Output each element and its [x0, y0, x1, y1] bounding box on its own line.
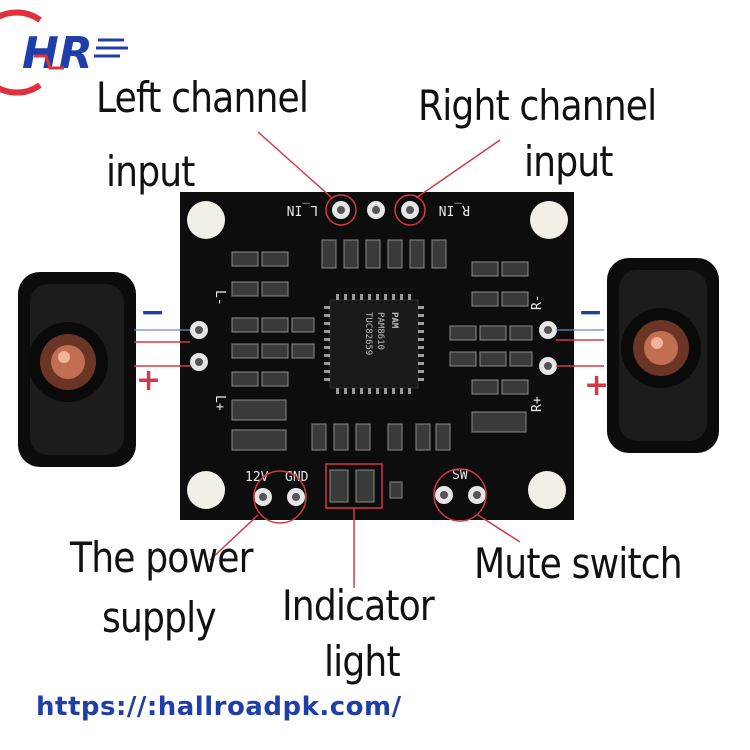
silk-l-in: L_IN	[287, 202, 318, 217]
label-right-input-line1: Right channel	[418, 81, 657, 130]
silk-l-minus: L-	[212, 290, 227, 306]
label-left-input-line1: Left channel	[96, 73, 309, 122]
label-indicator-line2: light	[324, 637, 401, 686]
label-left-input-line2: input	[106, 147, 195, 196]
amplifier-chip: PAM PAM8610 TUC82659	[324, 294, 424, 394]
silk-sw: SW	[452, 468, 468, 483]
silk-r-minus: R-	[530, 294, 545, 310]
right-plus-mark: +	[584, 368, 609, 403]
silk-r-in: R_IN	[439, 202, 470, 217]
left-minus-mark: −	[140, 295, 165, 330]
logo-text: HR	[22, 28, 93, 79]
silk-r-plus: R+	[530, 396, 545, 412]
label-power-line1: The power	[70, 533, 253, 582]
callout-lines	[134, 131, 604, 588]
left-plus-mark: +	[136, 363, 161, 398]
website-url: https://:hallroadpk.com/	[36, 692, 402, 722]
label-indicator-line1: Indicator	[282, 581, 435, 630]
label-right-input-line2: input	[524, 137, 613, 186]
right-speaker	[607, 258, 719, 453]
right-minus-mark: −	[578, 295, 603, 330]
amplifier-board: PAM PAM8610 TUC82659	[180, 192, 574, 520]
silk-l-plus: L+	[212, 395, 227, 411]
chip-brand: PAM	[389, 312, 399, 329]
chip-part: PAM8610	[375, 312, 385, 350]
chip-code: TUC82659	[363, 312, 373, 355]
hallroad-logo: HR	[0, 9, 128, 96]
left-speaker	[18, 272, 136, 467]
label-mute-switch: Mute switch	[474, 539, 683, 588]
silk-12v: 12V	[245, 470, 269, 485]
label-power-line2: supply	[102, 593, 217, 642]
